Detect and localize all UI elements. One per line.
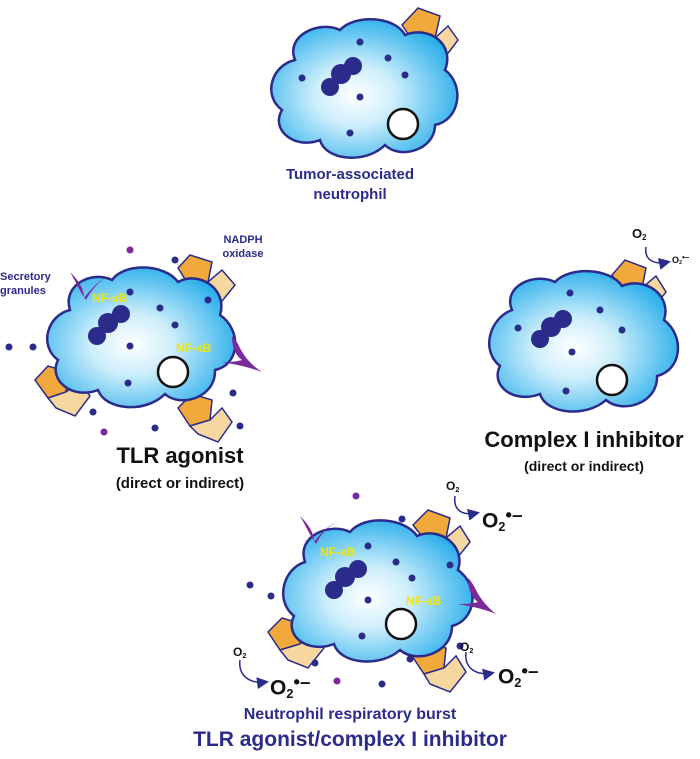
- neutrophil-cell: [46, 266, 237, 409]
- nfkb-label: NF-κB: [92, 291, 128, 305]
- secretory-label-line2: granules: [0, 285, 46, 297]
- tlr-receptor-icon: [70, 272, 104, 300]
- reaction-arrow-icon: [239, 659, 269, 690]
- neutrophil-cell: [487, 270, 680, 413]
- nfkb-label: NF-κB: [320, 545, 356, 559]
- vacuole-icon: [156, 355, 190, 389]
- granules: [514, 289, 626, 395]
- neutrophil-cell: [282, 519, 474, 663]
- right-cell-title: Complex I inhibitor: [484, 427, 684, 452]
- granules: [358, 542, 416, 640]
- neutrophil-cell: [270, 18, 459, 159]
- left-neutrophil: [5, 246, 262, 443]
- secretory-granules-label: Secretory granules: [0, 270, 64, 298]
- nucleus: [88, 305, 130, 345]
- nadph-label-line1: NADPH: [223, 234, 263, 246]
- right-cell-subtitle: (direct or indirect): [524, 458, 644, 474]
- superoxide-label: O2•–: [270, 672, 311, 701]
- nadph-oxidase-label: NADPH oxidase: [218, 233, 268, 261]
- left-cell-title: TLR agonist: [116, 443, 244, 468]
- tlr-receptor-icon: [222, 336, 262, 372]
- granules: [124, 288, 179, 387]
- o2-label: O2: [233, 645, 247, 660]
- superoxide-label: O2•–: [672, 253, 690, 267]
- nucleus: [321, 57, 362, 96]
- reaction-arrow-icon: [645, 246, 671, 270]
- vacuole-icon: [595, 363, 629, 397]
- bottom-neutrophil: [239, 492, 496, 693]
- o2-label: O2: [446, 479, 460, 494]
- granules: [298, 38, 409, 137]
- vacuole-icon: [386, 107, 420, 141]
- tlr-receptor-icon: [300, 516, 336, 544]
- nucleus: [531, 310, 572, 348]
- top-cell-label-line2: neutrophil: [313, 186, 387, 203]
- reaction-arrow-icon: [454, 495, 480, 521]
- top-neutrophil: [270, 7, 459, 159]
- bottom-cell-title: TLR agonist/complex I inhibitor: [193, 728, 507, 751]
- vacuole-icon: [384, 607, 418, 641]
- superoxide-label: O2•–: [482, 505, 523, 534]
- released-granules: [5, 246, 244, 436]
- tlr-receptor-icon: [458, 578, 496, 614]
- reaction-arrow-icon: [465, 651, 495, 681]
- o2-label: O2: [632, 226, 647, 242]
- nfkb-label: NF-κB: [176, 341, 212, 355]
- released-granules: [246, 492, 464, 688]
- top-cell-label-line1: Tumor-associated: [285, 166, 415, 183]
- nfkb-label: NF-κB: [406, 594, 442, 608]
- top-cell-label: Tumor-associated neutrophil: [270, 165, 430, 205]
- bottom-cell-caption: Neutrophil respiratory burst: [243, 706, 457, 723]
- right-neutrophil: [487, 246, 680, 413]
- superoxide-label: O2•–: [498, 661, 539, 690]
- nadph-label-line2: oxidase: [222, 248, 264, 260]
- left-cell-subtitle: (direct or indirect): [115, 475, 245, 492]
- nucleus: [325, 560, 367, 599]
- o2-label: O2: [460, 640, 474, 655]
- secretory-label-line1: Secretory: [0, 271, 51, 283]
